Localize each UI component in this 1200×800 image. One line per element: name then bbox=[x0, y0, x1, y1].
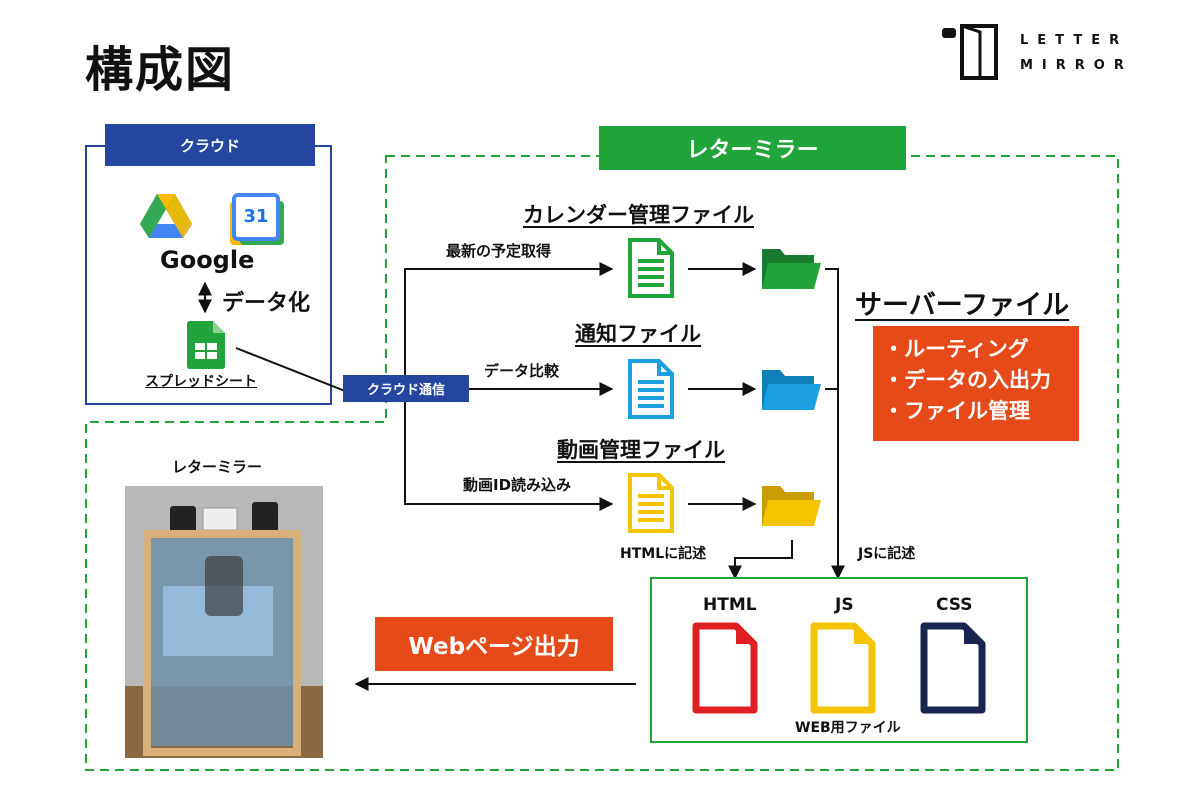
google-label: Google bbox=[160, 246, 255, 274]
branch-bottom bbox=[404, 389, 614, 511]
data-conversion-label: データ化 bbox=[222, 291, 311, 316]
notify-document-icon bbox=[628, 359, 674, 419]
google-sheets-icon bbox=[187, 321, 225, 369]
server-item-file-mgmt: ・ファイル管理 bbox=[883, 399, 1030, 423]
server-item-io: ・データの入出力 bbox=[883, 368, 1051, 392]
spreadsheet-label: スプレッドシート bbox=[145, 374, 257, 390]
google-calendar-icon: 31 bbox=[232, 193, 280, 241]
google-drive-icon bbox=[140, 194, 192, 238]
notify-action-label: データ比較 bbox=[484, 362, 560, 380]
page-title: 構成図 bbox=[85, 42, 236, 98]
html-note-arrow bbox=[728, 540, 793, 580]
letter-mirror-photo bbox=[125, 486, 323, 758]
video-document-icon bbox=[628, 473, 674, 533]
calendar-document-icon bbox=[628, 238, 674, 298]
calendar-number: 31 bbox=[243, 206, 269, 227]
notify-file-heading: 通知ファイル bbox=[575, 322, 701, 346]
web-file-html-label: HTML bbox=[703, 595, 757, 615]
html-note-label: HTMLに記述 bbox=[620, 546, 707, 562]
css-file-icon bbox=[920, 622, 986, 714]
mirror-region-border bbox=[85, 155, 1119, 771]
web-files-caption: WEB用ファイル bbox=[795, 720, 901, 736]
logo-line-2: MIRROR bbox=[1020, 58, 1133, 73]
server-file-title: サーバーファイル bbox=[855, 290, 1070, 321]
video-folder-icon bbox=[762, 486, 821, 526]
web-file-css-label: CSS bbox=[936, 595, 973, 615]
video-file-heading: 動画管理ファイル bbox=[557, 438, 725, 462]
web-file-js-label: JS bbox=[835, 595, 854, 615]
letter-mirror-photo-illustration bbox=[125, 486, 323, 758]
cloud-badge: クラウド bbox=[105, 124, 315, 166]
cloud-comm-badge: クラウド通信 bbox=[343, 375, 469, 402]
server-item-routing: ・ルーティング bbox=[883, 337, 1029, 361]
notify-folder-icon bbox=[762, 370, 821, 410]
web-output-badge: Webページ出力 bbox=[375, 617, 613, 671]
js-note-label: JSに記述 bbox=[858, 546, 916, 562]
calendar-file-heading: カレンダー管理ファイル bbox=[523, 203, 754, 227]
branch-trunk bbox=[404, 262, 614, 389]
server-bracket bbox=[825, 268, 845, 580]
logo-line-1: LETTER bbox=[1020, 33, 1129, 48]
logo-text: LETTER MIRROR bbox=[1020, 28, 1133, 78]
spreadsheet-link-line bbox=[235, 347, 346, 392]
video-action-label: 動画ID読み込み bbox=[463, 476, 572, 494]
js-file-icon bbox=[810, 622, 876, 714]
photo-caption: レターミラー bbox=[172, 458, 263, 476]
html-file-icon bbox=[692, 622, 758, 714]
calendar-folder-icon bbox=[762, 249, 821, 289]
server-function-box: ・ルーティング ・データの入出力 ・ファイル管理 bbox=[873, 326, 1079, 441]
mirror-badge: レターミラー bbox=[599, 126, 906, 170]
letter-mirror-logo-icon bbox=[942, 24, 998, 80]
calendar-action-label: 最新の予定取得 bbox=[446, 242, 552, 260]
